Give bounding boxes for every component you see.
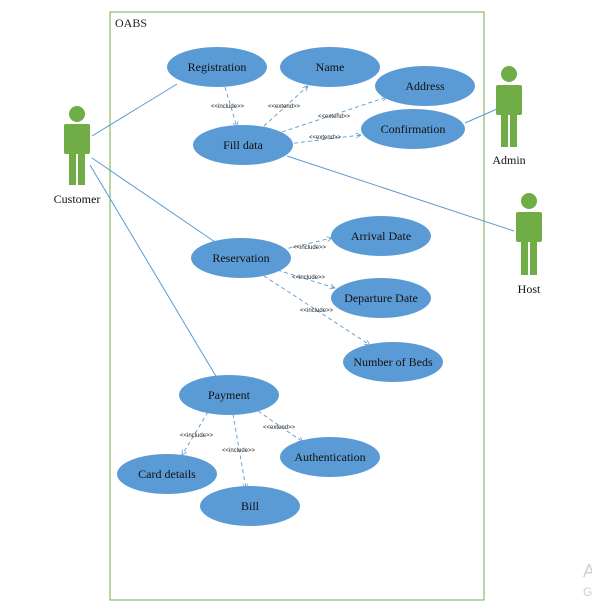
usecase-address[interactable]: Address [375,66,475,106]
usecase-label: Bill [241,499,260,513]
usecase-authentication[interactable]: Authentication [280,437,380,477]
system-boundary [109,11,485,601]
stereo-extend-address: <<extend>> [318,114,351,120]
usecase-label: Reservation [212,251,269,265]
stereo-include-departure: <<include>> [292,275,326,281]
usecase-label: Address [405,79,445,93]
usecase-label: Registration [188,60,247,74]
stereo-include-beds: <<include>> [300,308,334,314]
dep-filldata-address [281,97,387,133]
usecase-label: Number of Beds [353,355,433,369]
actor-label: Customer [54,192,101,206]
usecase-label: Departure Date [344,291,418,305]
use-cases: Registration Name Address Fill data Conf… [117,47,475,526]
dep-payment-card [182,411,209,455]
dep-reservation-departure [263,265,335,288]
actor-admin[interactable]: Admin [492,66,526,167]
actor-label: Host [518,282,541,296]
usecase-label: Card details [138,467,196,481]
dep-payment-bill [232,413,246,489]
usecase-label: Name [316,60,345,74]
usecase-label: Arrival Date [351,229,411,243]
usecase-fill-data[interactable]: Fill data [193,125,293,165]
usecase-card-details[interactable]: Card details [117,454,217,494]
stereo-include-card: <<include>> [180,433,214,439]
dep-filldata-name [263,86,308,127]
usecase-bill[interactable]: Bill [200,486,300,526]
usecase-reservation[interactable]: Reservation [191,238,291,278]
stereo-extend-name: <<extend>> [268,104,301,110]
usecase-name[interactable]: Name [280,47,380,87]
assoc-customer-registration [91,83,178,137]
stereo-extend-authentication: <<extend>> [263,425,296,431]
stereo-include-registration: <<include>> [211,104,245,110]
assoc-admin-confirmation [464,108,498,124]
usecase-payment[interactable]: Payment [179,375,279,415]
usecase-label: Fill data [223,138,263,152]
watermark-line1: A [583,561,592,581]
dep-filldata-confirmation [286,135,361,145]
actor-customer[interactable]: Customer [54,106,101,206]
system-title: OABS [115,16,147,30]
stereo-include-arrival: <<include>> [293,245,327,251]
actor-label: Admin [492,153,525,167]
assoc-customer-reservation [91,157,216,243]
assoc-filldata-host [286,155,515,232]
usecase-confirmation[interactable]: Confirmation [361,109,465,149]
assoc-customer-payment [89,164,218,379]
usecase-arrival-date[interactable]: Arrival Date [331,216,431,256]
dep-payment-authentication [257,410,303,442]
stereo-include-bill: <<include>> [222,448,256,454]
usecase-registration[interactable]: Registration [167,47,267,87]
stereotype-labels: <<include>> <<extend>> <<extend>> <<exte… [180,104,351,454]
usecase-label: Authentication [294,450,365,464]
associations [89,83,515,379]
stereo-extend-confirmation: <<extend>> [309,135,342,141]
dependencies [182,86,387,489]
usecase-label: Payment [208,388,251,402]
usecase-departure-date[interactable]: Departure Date [331,278,431,318]
usecase-label: Confirmation [381,122,446,136]
actor-host[interactable]: Host [516,193,542,296]
usecase-number-of-beds[interactable]: Number of Beds [343,342,443,382]
watermark-line2: G [583,585,592,599]
dep-reservation-beds [257,271,370,345]
